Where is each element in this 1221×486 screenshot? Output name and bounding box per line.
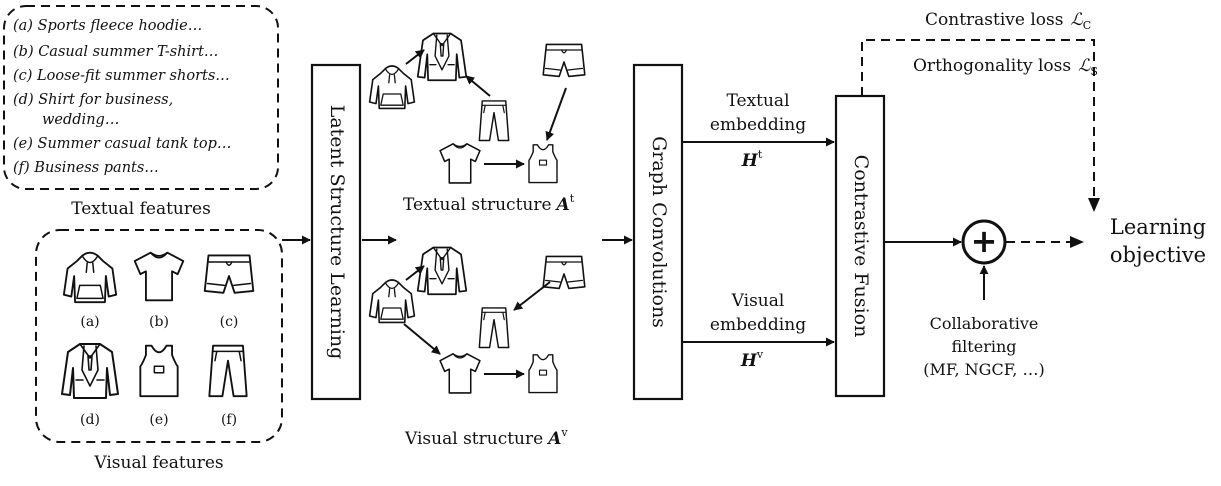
edge-t-hoodie-jacket — [405, 49, 425, 65]
learning-objective-line2: objective — [1110, 243, 1206, 267]
text-item-c: (c) Loose-fit summer shorts… — [13, 68, 230, 84]
learning-objective-line1: Learning — [1110, 215, 1206, 239]
collaborative-line2: filtering — [952, 337, 1017, 356]
text-item-a: (a) Sports fleece hoodie… — [13, 18, 202, 34]
textual-structure-graph — [368, 32, 586, 184]
edge-v-hoodie-jacket — [405, 265, 425, 281]
edge-v-hoodie-tshirt — [403, 323, 441, 355]
visual-structure-graph — [368, 246, 586, 394]
collaborative-line1: Collaborative — [930, 314, 1039, 333]
plus-symbol: + — [971, 222, 998, 260]
visual-features-caption: Visual features — [93, 453, 223, 473]
graph-t-jacket-icon — [416, 32, 468, 82]
textual-features-caption: Textual features — [71, 199, 211, 219]
textual-embedding-line1: Textual — [726, 91, 789, 111]
visual-label-a: (a) — [80, 314, 99, 330]
visual-label-f: (f) — [221, 412, 237, 428]
graph-v-jacket-icon — [416, 246, 468, 296]
visual-features-group: (a) (b) (c) (d) (e) (f) — [35, 229, 283, 443]
visual-embedding-line1: Visual — [731, 291, 785, 311]
graph-v-tank-icon — [528, 354, 558, 394]
graph-t-shorts-icon — [542, 43, 586, 78]
edge-t-shorts-tank — [545, 87, 567, 141]
contrastive-fusion-block — [834, 94, 886, 398]
loss-arrowhead — [1088, 198, 1100, 212]
graph-t-tshirt-icon — [439, 143, 481, 184]
loss-dashed-path — [861, 39, 1095, 200]
text-item-d-cont: wedding… — [42, 112, 119, 128]
text-item-b: (b) Casual summer T-shirt… — [13, 44, 218, 60]
contrastive-fusion-label: Contrastive Fusion — [850, 155, 872, 338]
tshirt-icon — [133, 251, 185, 302]
latent-structure-learning-label: Latent Structure Learning — [326, 105, 348, 360]
edge-t-pants-jacket — [465, 75, 491, 97]
shorts-icon — [203, 254, 255, 294]
text-item-e: (e) Summer casual tank top… — [13, 136, 231, 152]
textual-embedding-symbol: Ht — [741, 148, 763, 171]
graph-t-tank-icon — [528, 144, 558, 184]
hoodie-icon — [62, 251, 118, 304]
textual-features-group: (a) Sports fleece hoodie… (b) Casual sum… — [3, 5, 279, 190]
textual-embedding-line2: embedding — [710, 115, 806, 135]
graph-t-hoodie-icon — [368, 65, 416, 110]
visual-embedding-line2: embedding — [710, 315, 806, 335]
edge-v-shorts-pants — [513, 281, 551, 311]
pants-icon — [208, 344, 248, 398]
text-item-f: (f) Business pants… — [13, 160, 159, 176]
visual-features-box — [35, 229, 283, 443]
plus-circle — [961, 219, 1007, 265]
graph-v-tshirt-icon — [439, 353, 481, 394]
objective-arrowhead — [1070, 236, 1084, 248]
graph-convolutions-block — [632, 63, 684, 401]
graph-convolutions-label: Graph Convolutions — [648, 136, 670, 328]
latent-structure-learning-block — [310, 63, 362, 401]
visual-label-e: (e) — [149, 412, 168, 428]
graph-v-pants-icon — [478, 307, 510, 349]
visual-label-b: (b) — [149, 314, 169, 330]
visual-embedding-symbol: Hv — [740, 348, 764, 371]
jacket-icon — [61, 343, 119, 399]
visual-label-c: (c) — [220, 314, 239, 330]
text-item-d: (d) Shirt for business, — [13, 92, 173, 108]
textual-features-box — [3, 5, 279, 190]
graph-t-pants-icon — [478, 100, 510, 142]
graph-v-hoodie-icon — [368, 279, 416, 324]
collaborative-line3: (MF, NGCF, …) — [923, 360, 1044, 379]
tanktop-icon — [139, 344, 179, 398]
visual-label-d: (d) — [80, 412, 100, 428]
